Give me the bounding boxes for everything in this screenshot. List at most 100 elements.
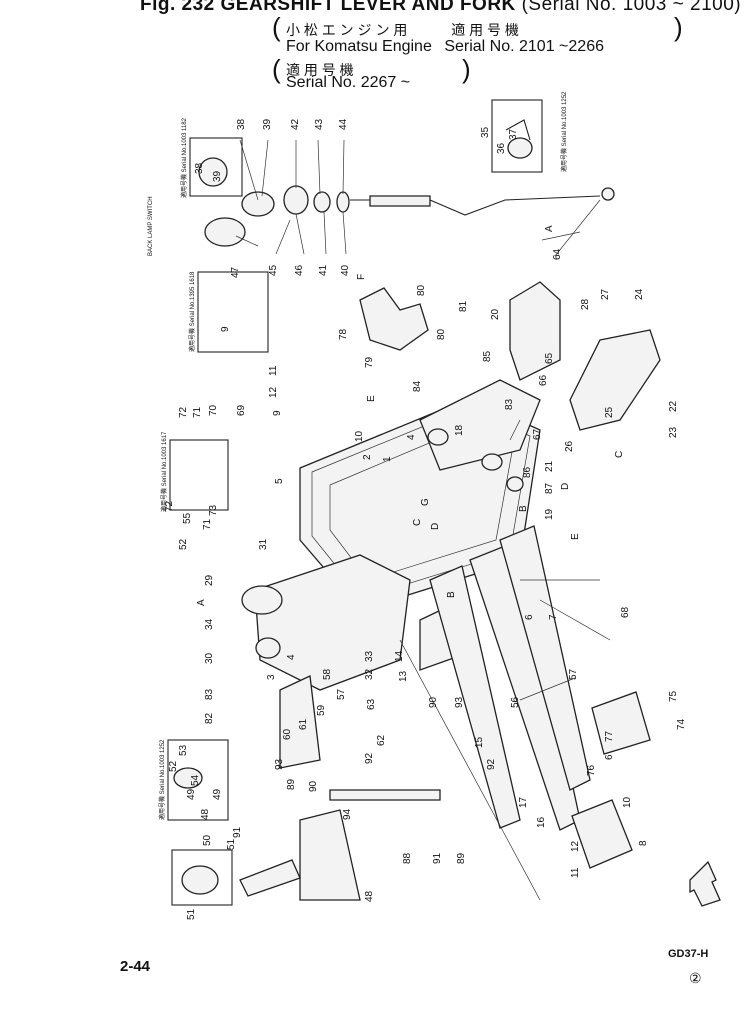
label-12-b: 12 [570,840,581,852]
label-83: 83 [204,688,215,700]
label-18: 18 [454,424,465,436]
label-40: 40 [340,264,351,276]
label-67: 67 [532,428,543,440]
label-9-top: 9 [272,410,283,416]
label-15: 15 [474,736,485,748]
label-D-right: D [560,483,571,490]
label-13: 13 [398,670,409,682]
label-70: 70 [208,404,219,416]
label-34: 34 [204,618,215,630]
label-23: 23 [668,426,679,438]
label-39: 39 [262,118,273,130]
label-17: 17 [518,796,529,808]
label-28: 28 [580,298,591,310]
label-50: 50 [202,834,213,846]
label-G: G [420,498,431,506]
left-bracket: ( [272,12,281,42]
label-58: 58 [322,668,333,680]
label-48-a: 48 [200,808,211,820]
label-4-top: 4 [406,434,417,440]
label-87: 87 [544,482,555,494]
engine-line: For Komatsu Engine Serial No. 2101 ~2266 [286,38,604,56]
label-51-a: 51 [226,838,237,850]
label-94: 94 [342,808,353,820]
label-38-inset: 38 [194,162,205,174]
label-25: 25 [604,406,615,418]
figure-title: Fig. 232 GEARSHIFT LEVER AND FORK (Seria… [140,0,741,16]
label-57-a: 57 [336,688,347,700]
label-E-right: E [570,533,581,540]
label-C-right: C [614,451,625,458]
jp-engine-label: 小 松 エ ン ジ ン 用 [286,22,408,38]
label-31: 31 [258,538,269,550]
model-code: GD37-H [668,948,709,960]
label-88: 88 [402,852,413,864]
label-81: 81 [458,300,469,312]
label-46: 46 [294,264,305,276]
label-E: E [366,395,377,402]
label-6-mid: 6 [524,614,535,620]
label-F: F [356,274,367,280]
label-47: 47 [230,266,241,278]
label-78: 78 [338,328,349,340]
label-30: 30 [204,652,215,664]
label-48-b: 48 [364,890,375,902]
bottom-right-bracket [571,691,651,869]
figure-title-serial: (Serial No. 1003 ~ 2100) [521,0,742,15]
inset-box-2 [197,271,269,353]
label-11-b: 11 [570,867,581,878]
label-7: 7 [548,614,559,620]
label-83-top: 83 [504,398,515,410]
label-11-top: 11 [268,365,279,376]
label-5: 5 [274,478,285,484]
label-71-b: 71 [202,518,213,530]
lower-lever [173,767,441,901]
label-32: 32 [364,668,375,680]
inset-caption-3: 適用号機 Serial No.1395 1618 [188,271,196,352]
label-66: 66 [538,374,549,386]
label-45: 45 [268,264,279,276]
label-60: 60 [282,728,293,740]
label-76: 76 [586,764,597,776]
revision-mark: ② [689,970,702,986]
label-D-mid: D [430,523,441,530]
label-72-b: 72 [164,500,175,512]
figure-title-text: Fig. 232 GEARSHIFT LEVER AND FORK [140,0,516,15]
label-33: 33 [364,650,375,662]
label-86: 86 [522,466,533,478]
label-37: 37 [508,128,519,140]
label-29: 29 [204,574,215,586]
label-24: 24 [634,288,645,300]
label-10-b: 10 [622,796,633,808]
label-16: 16 [536,816,547,828]
serial-3-label: Serial No. 2267 ~ [286,74,411,91]
inset-caption-1: 適用号機 Serial No.1003 1182 [180,117,188,198]
inset-box-3 [169,439,229,511]
label-12-top: 12 [268,386,279,398]
label-68: 68 [620,606,631,618]
label-10-top: 10 [354,430,365,442]
inset-caption-5: 適用号機 Serial No.1003 1252 [158,739,166,820]
label-92-l: 92 [364,752,375,764]
label-42: 42 [290,118,301,130]
label-82: 82 [204,712,215,724]
label-55: 55 [182,512,193,524]
label-69: 69 [236,404,247,416]
label-62: 62 [376,734,387,746]
label-93-r: 93 [454,696,465,708]
label-3: 3 [266,674,277,680]
label-85: 85 [482,350,493,362]
label-22: 22 [668,400,679,412]
right-bracket: ) [674,12,683,42]
jp-applicable-label: 適 用 号 機 [451,22,519,38]
leader-lines [235,139,611,701]
label-71: 71 [192,406,203,418]
label-57-b: 57 [568,668,579,680]
label-89-l: 89 [286,778,297,790]
shift-forks [359,281,661,492]
label-26: 26 [564,440,575,452]
label-72-a: 72 [178,406,189,418]
label-4-mid: 4 [286,654,297,660]
inset-caption-4: 適用号機 Serial No.1003 1617 [160,431,168,512]
left-bracket-2: ( [272,54,281,84]
